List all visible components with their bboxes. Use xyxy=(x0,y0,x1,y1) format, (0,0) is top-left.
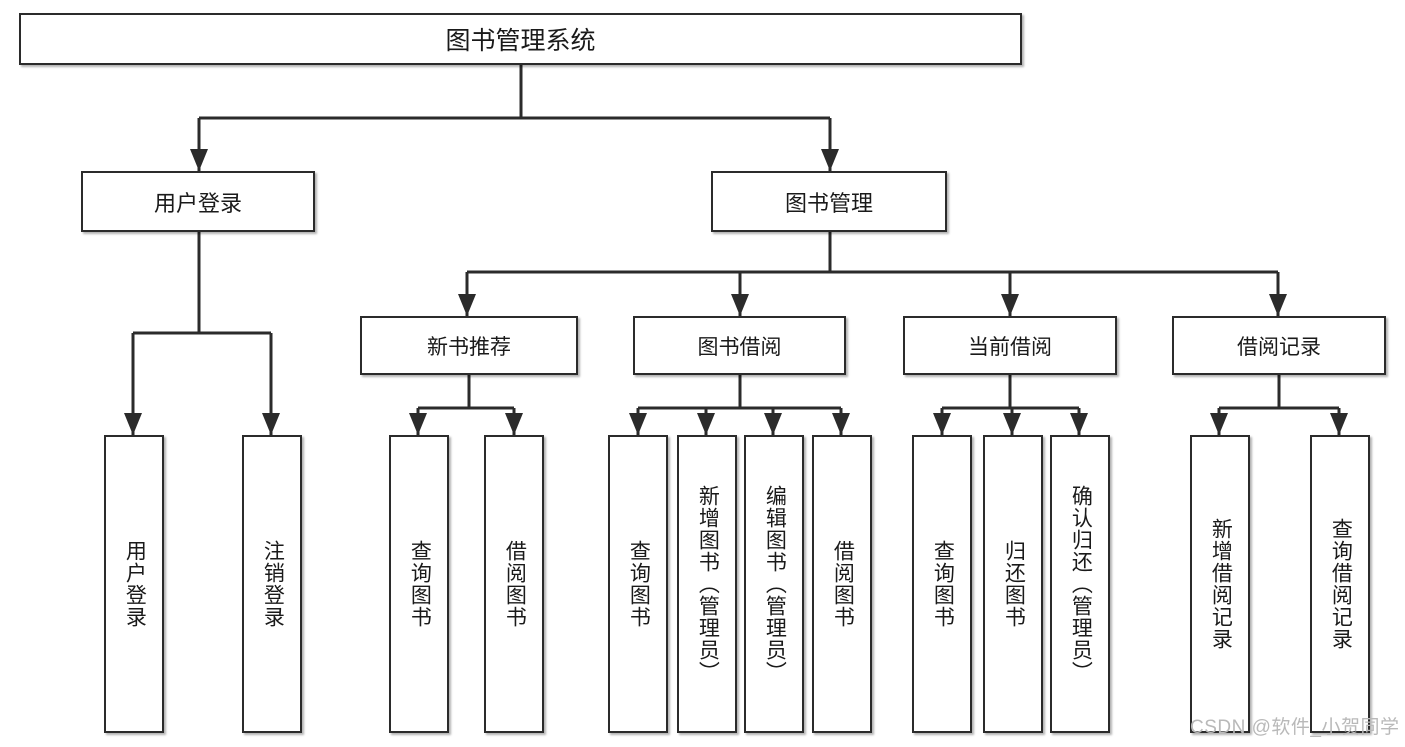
node-leaf-borrow-book-2[interactable]: 借阅图书 xyxy=(812,435,872,733)
arrow-head-c-new-book-rec-0 xyxy=(409,413,427,435)
node-leaf-query-book-2[interactable]: 查询图书 xyxy=(608,435,668,733)
node-label: 新增图书（管理员） xyxy=(696,485,720,683)
arrow-head-c-book-borrow-1 xyxy=(697,413,715,435)
node-leaf-add-record[interactable]: 新增借阅记录 xyxy=(1190,435,1250,733)
node-leaf-query-book-3[interactable]: 查询图书 xyxy=(912,435,972,733)
node-label: 查询图书 xyxy=(627,540,651,628)
arrow-head-c-current-borrow-2 xyxy=(1070,413,1088,435)
node-label: 图书借阅 xyxy=(697,335,782,359)
arrow-head-c-book-manage-0 xyxy=(458,294,476,316)
node-leaf-add-book[interactable]: 新增图书（管理员） xyxy=(677,435,737,733)
arrow-head-c-root-1 xyxy=(821,149,839,171)
node-label: 用户登录 xyxy=(123,540,147,628)
arrow-head-c-user-login-1 xyxy=(262,413,280,435)
node-label: 新增借阅记录 xyxy=(1209,518,1233,650)
arrow-head-c-root-0 xyxy=(190,149,208,171)
node-book-borrow[interactable]: 图书借阅 xyxy=(633,316,846,375)
arrow-head-c-borrow-record-1 xyxy=(1330,413,1348,435)
node-leaf-logout[interactable]: 注销登录 xyxy=(242,435,302,733)
node-label: 借阅图书 xyxy=(503,540,527,628)
node-label: 查询图书 xyxy=(931,540,955,628)
node-label: 归还图书 xyxy=(1002,540,1026,628)
node-borrow-record[interactable]: 借阅记录 xyxy=(1172,316,1386,375)
node-label: 图书管理系统 xyxy=(445,27,596,55)
node-label: 确认归还（管理员） xyxy=(1069,485,1093,683)
node-leaf-return-book[interactable]: 归还图书 xyxy=(983,435,1043,733)
arrow-head-c-book-manage-2 xyxy=(1001,294,1019,316)
node-label: 新书推荐 xyxy=(427,335,511,359)
node-label: 用户登录 xyxy=(153,190,242,216)
arrow-head-c-current-borrow-0 xyxy=(933,413,951,435)
arrow-head-c-book-borrow-2 xyxy=(764,413,782,435)
arrow-head-c-user-login-0 xyxy=(124,413,142,435)
arrow-head-c-book-manage-1 xyxy=(731,294,749,316)
arrow-head-c-book-borrow-3 xyxy=(832,413,850,435)
watermark-text: CSDN @软件_小贺同学 xyxy=(1190,717,1400,738)
node-leaf-edit-book[interactable]: 编辑图书（管理员） xyxy=(744,435,804,733)
node-label: 图书管理 xyxy=(784,190,873,216)
node-leaf-user-login[interactable]: 用户登录 xyxy=(104,435,164,733)
node-label: 借阅图书 xyxy=(831,540,855,628)
node-label: 查询图书 xyxy=(408,540,432,628)
node-leaf-borrow-book-1[interactable]: 借阅图书 xyxy=(484,435,544,733)
arrow-head-c-current-borrow-1 xyxy=(1003,413,1021,435)
node-leaf-query-record[interactable]: 查询借阅记录 xyxy=(1310,435,1370,733)
node-root[interactable]: 图书管理系统 xyxy=(19,13,1022,65)
arrow-head-c-book-manage-3 xyxy=(1269,294,1287,316)
node-leaf-confirm-return[interactable]: 确认归还（管理员） xyxy=(1050,435,1110,733)
node-new-book-rec[interactable]: 新书推荐 xyxy=(360,316,578,375)
node-label: 编辑图书（管理员） xyxy=(763,485,787,683)
arrow-head-c-borrow-record-0 xyxy=(1210,413,1228,435)
arrow-head-c-new-book-rec-1 xyxy=(505,413,523,435)
node-book-manage[interactable]: 图书管理 xyxy=(711,171,947,232)
arrow-head-c-book-borrow-0 xyxy=(629,413,647,435)
node-label: 查询借阅记录 xyxy=(1329,518,1353,650)
node-leaf-query-book-1[interactable]: 查询图书 xyxy=(389,435,449,733)
node-user-login[interactable]: 用户登录 xyxy=(81,171,315,232)
node-current-borrow[interactable]: 当前借阅 xyxy=(903,316,1117,375)
node-label: 当前借阅 xyxy=(968,335,1052,359)
node-label: 借阅记录 xyxy=(1237,335,1321,359)
node-label: 注销登录 xyxy=(261,540,285,628)
